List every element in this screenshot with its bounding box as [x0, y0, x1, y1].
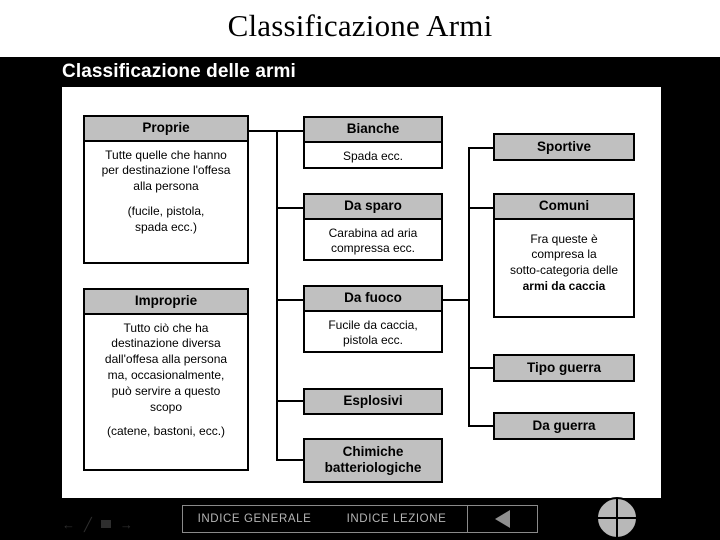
mini-toolbar: ← ╱ → [62, 516, 142, 532]
box-esplosivi[interactable]: Esplosivi [303, 388, 443, 415]
connector-branch-da-sparo [276, 207, 304, 209]
box-bianche-header: Bianche [305, 118, 441, 143]
connector-branch-comuni [468, 207, 494, 209]
indice-generale-button[interactable]: INDICE GENERALE [197, 513, 312, 525]
box-comuni-header: Comuni [495, 195, 633, 220]
connector-branch-tipo-guerra [468, 367, 494, 369]
box-proprie[interactable]: Proprie Tutte quelle che hanno per desti… [83, 115, 249, 264]
connector-branch-esplosivi [276, 400, 304, 402]
box-da-sparo-line-2: compressa ecc. [330, 241, 416, 256]
box-da-sparo[interactable]: Da sparo Carabina ad aria compressa ecc. [303, 193, 443, 261]
connector-branch-da-fuoco [276, 299, 304, 301]
box-comuni-line-4-bold: armi da caccia [522, 279, 606, 293]
box-proprie-line-1: Tutte quelle che hanno [105, 147, 227, 162]
triangle-left-icon [495, 510, 510, 528]
box-improprie-line-3: dall'offesa alla persona [104, 352, 228, 367]
box-sportive[interactable]: Sportive [493, 133, 635, 161]
box-comuni-line-3: sotto-categoria delle [509, 263, 619, 278]
back-button[interactable] [468, 506, 537, 532]
box-bianche-line-1: Spada ecc. [342, 148, 404, 163]
square-icon[interactable] [100, 520, 111, 528]
arrow-left-icon[interactable]: ← [62, 516, 75, 532]
box-comuni-body: Fra queste è compresa la sotto-categoria… [495, 220, 633, 301]
box-bianche[interactable]: Bianche Spada ecc. [303, 116, 443, 169]
box-da-fuoco-body: Fucile da caccia, pistola ecc. [305, 312, 441, 356]
connector-branch-sportive [468, 147, 494, 149]
box-improprie-line-5: può servire a questo [111, 383, 221, 398]
box-proprie-line-4: (fucile, pistola, [127, 204, 205, 218]
box-improprie-line-6: scopo [149, 399, 183, 414]
crosshair-scope-icon[interactable] [596, 497, 638, 539]
box-improprie[interactable]: Improprie Tutto ciò che ha destinazione … [83, 288, 249, 471]
connector-right-trunk-vertical [468, 147, 470, 427]
box-proprie-header: Proprie [85, 117, 247, 142]
box-improprie-line-4: ma, occasionalmente, [107, 368, 225, 382]
box-proprie-line-5: spada ecc.) [134, 219, 198, 234]
box-proprie-line-3: alla persona [133, 179, 199, 194]
box-tipo-guerra-header: Tipo guerra [495, 356, 633, 380]
indice-lezione-button[interactable]: INDICE LEZIONE [326, 506, 468, 532]
box-da-guerra[interactable]: Da guerra [493, 412, 635, 440]
box-chimiche-header: Chimiche batteriologiche [305, 440, 441, 481]
box-da-fuoco-header: Da fuoco [305, 287, 441, 312]
box-da-fuoco-line-1: Fucile da caccia, [328, 317, 418, 332]
box-improprie-line-7: (catene, bastoni, ecc.) [106, 424, 226, 439]
connector-branch-chimiche [276, 459, 304, 461]
spacer [89, 195, 243, 204]
pen-icon[interactable]: ╱ [84, 516, 92, 532]
bottom-nav: INDICE GENERALE INDICE LEZIONE [182, 505, 538, 533]
box-improprie-line-2: destinazione diversa [111, 336, 221, 351]
slide-subtitle: Classificazione delle armi [62, 61, 296, 82]
box-da-sparo-body: Carabina ad aria compressa ecc. [305, 220, 441, 264]
arrow-right-icon[interactable]: → [119, 516, 133, 532]
box-da-fuoco-line-2: pistola ecc. [342, 333, 404, 348]
page-title: Classificazione Armi [227, 8, 493, 43]
spacer [89, 415, 243, 424]
connector-proprie-to-trunk [248, 130, 277, 132]
box-da-sparo-header: Da sparo [305, 195, 441, 220]
box-bianche-body: Spada ecc. [305, 143, 441, 171]
box-chimiche-header-line-2: batteriologiche [324, 460, 422, 475]
connector-middle-trunk-vertical [276, 130, 278, 461]
connector-da-fuoco-to-right-trunk [442, 299, 470, 301]
title-bar: Classificazione Armi [0, 0, 720, 57]
box-chimiche-batteriologiche[interactable]: Chimiche batteriologiche [303, 438, 443, 483]
connector-branch-da-guerra [468, 425, 494, 427]
box-da-sparo-line-1: Carabina ad aria [328, 225, 418, 240]
box-comuni[interactable]: Comuni Fra queste è compresa la sotto-ca… [493, 193, 635, 318]
box-sportive-header: Sportive [495, 135, 633, 159]
box-improprie-line-1: Tutto ciò che ha [123, 320, 209, 335]
box-improprie-body: Tutto ciò che ha destinazione diversa da… [85, 315, 247, 447]
box-proprie-line-2: per destinazione l'offesa [101, 163, 231, 178]
box-tipo-guerra[interactable]: Tipo guerra [493, 354, 635, 382]
box-improprie-header: Improprie [85, 290, 247, 315]
box-esplosivi-header: Esplosivi [305, 390, 441, 413]
box-proprie-body: Tutte quelle che hanno per destinazione … [85, 142, 247, 242]
box-comuni-line-2: compresa la [531, 247, 597, 262]
diagram-panel: Proprie Tutte quelle che hanno per desti… [62, 87, 661, 498]
box-comuni-line-1: Fra queste è [530, 231, 598, 246]
box-da-guerra-header: Da guerra [495, 414, 633, 438]
scope-crosshair-vertical [616, 498, 618, 538]
connector-branch-bianche [276, 130, 304, 132]
box-chimiche-header-line-1: Chimiche [342, 444, 404, 460]
box-da-fuoco[interactable]: Da fuoco Fucile da caccia, pistola ecc. [303, 285, 443, 353]
